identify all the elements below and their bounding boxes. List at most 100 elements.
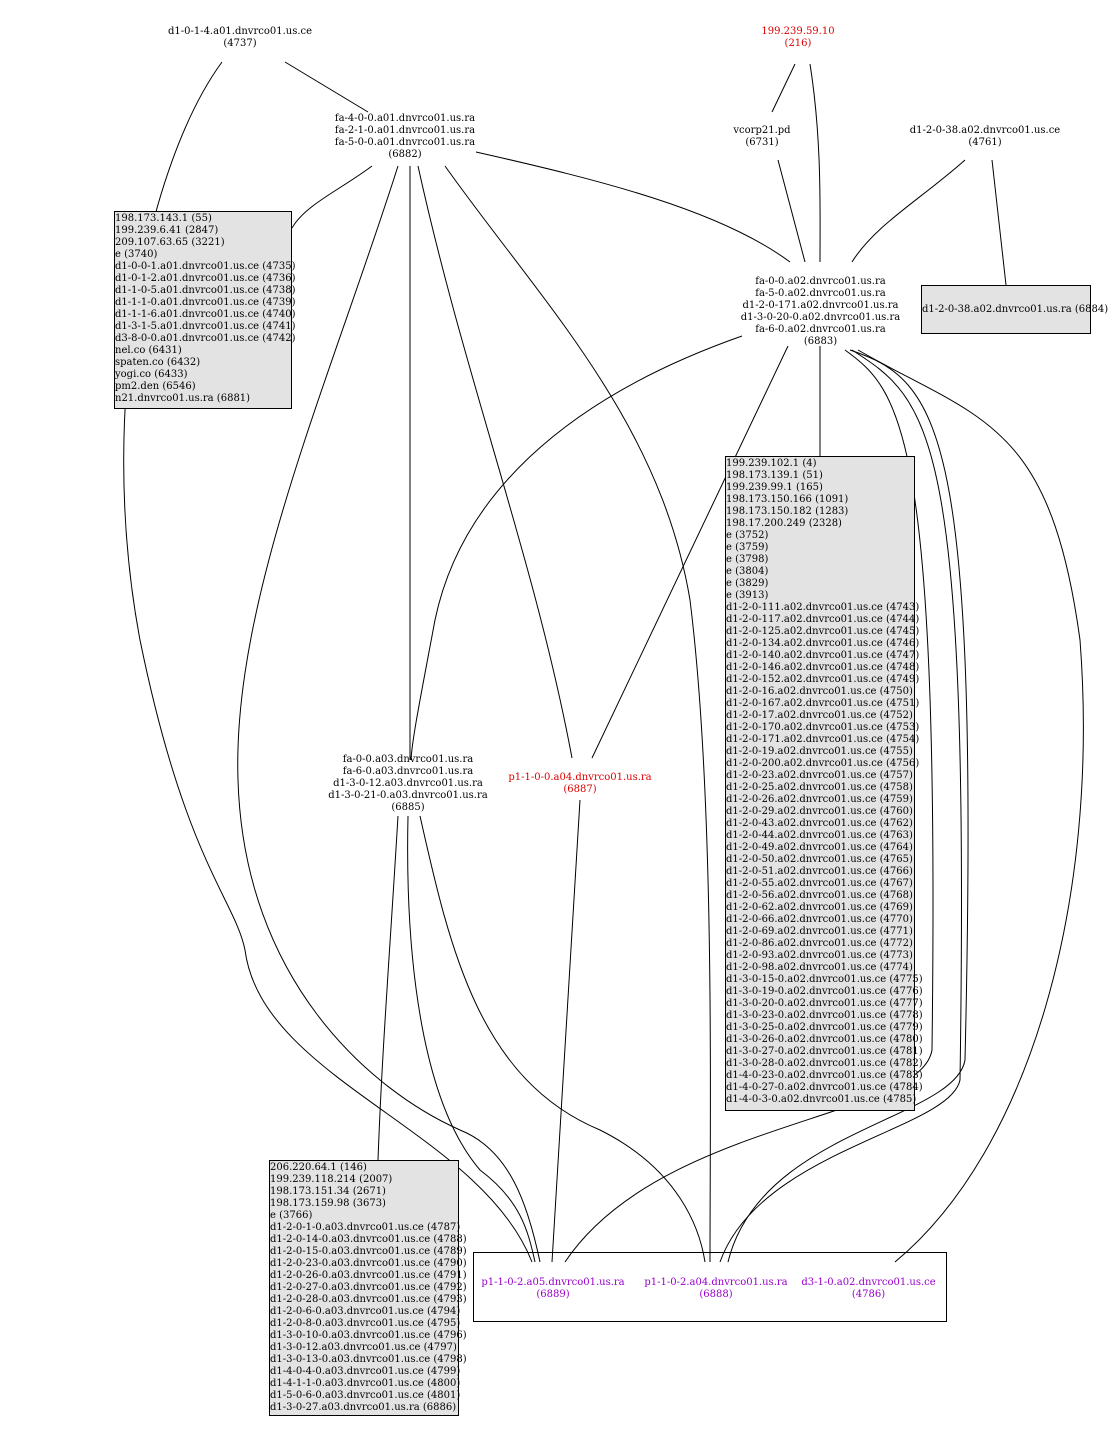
edge-6885-box-a03 bbox=[377, 815, 399, 1161]
list-item: 199.239.118.214 (2007) bbox=[270, 1174, 393, 1185]
list-item: d1-2-0-111.a02.dnvrco01.us.ce (4743) bbox=[726, 602, 920, 613]
node-id: (4737) bbox=[223, 38, 257, 49]
list-item: e (3798) bbox=[726, 554, 769, 565]
list-item: d1-3-0-23-0.a02.dnvrco01.us.ce (4778) bbox=[726, 1010, 923, 1021]
edge-6883-4786 bbox=[857, 349, 1084, 1263]
edge-6882-6883 bbox=[475, 151, 791, 263]
node-label: d1-2-0-38.a02.dnvrco01.us.ce bbox=[909, 125, 1061, 136]
list-item: d1-3-0-27-0.a02.dnvrco01.us.ce (4781) bbox=[726, 1046, 923, 1057]
node-label: fa-4-0-0.a01.dnvrco01.us.ra bbox=[334, 113, 476, 124]
list-item: d1-2-0-51.a02.dnvrco01.us.ce (4766) bbox=[726, 866, 913, 877]
list-item: 198.173.151.34 (2671) bbox=[270, 1186, 386, 1197]
list-item: d1-3-1-5.a01.dnvrco01.us.ce (4741) bbox=[115, 321, 296, 332]
list-item: d1-3-0-28-0.a02.dnvrco01.us.ce (4782) bbox=[726, 1058, 923, 1069]
list-item: e (3740) bbox=[115, 249, 158, 260]
list-item: d1-2-0-117.a02.dnvrco01.us.ce (4744) bbox=[726, 614, 920, 625]
node-label: fa-0-0.a02.dnvrco01.us.ra bbox=[755, 276, 886, 287]
address-list-a01: 198.173.143.1 (55) 199.239.6.41 (2847) 2… bbox=[114, 211, 296, 409]
list-item: 198.173.143.1 (55) bbox=[115, 213, 212, 224]
list-item: d1-3-0-19-0.a02.dnvrco01.us.ce (4776) bbox=[726, 986, 923, 997]
node-label: fa-5-0-0.a01.dnvrco01.us.ra bbox=[334, 137, 476, 148]
node-label: d1-3-0-20-0.a02.dnvrco01.us.ra bbox=[740, 312, 901, 323]
list-item: d1-2-0-66.a02.dnvrco01.us.ce (4770) bbox=[726, 914, 913, 925]
list-item: d1-3-0-10-0.a03.dnvrco01.us.ce (4796) bbox=[270, 1330, 467, 1341]
list-item: d1-2-0-29.a02.dnvrco01.us.ce (4760) bbox=[726, 806, 913, 817]
node-id: (4786) bbox=[851, 1289, 886, 1300]
list-item: yogi.co (6433) bbox=[115, 369, 188, 380]
list-item: d1-2-0-6-0.a03.dnvrco01.us.ce (4794) bbox=[270, 1306, 461, 1317]
node-6888[interactable]: p1-1-0-2.a04.dnvrco01.us.ra (6888) bbox=[636, 1277, 796, 1301]
list-item: d1-2-0-140.a02.dnvrco01.us.ce (4747) bbox=[726, 650, 920, 661]
list-item: d1-2-0-1-0.a03.dnvrco01.us.ce (4787) bbox=[270, 1222, 461, 1233]
node-6889[interactable]: p1-1-0-2.a05.dnvrco01.us.ra (6889) bbox=[473, 1277, 633, 1301]
list-item: e (3913) bbox=[726, 590, 769, 601]
list-item: d1-0-1-2.a01.dnvrco01.us.ce (4736) bbox=[115, 273, 296, 284]
node-id: (6889) bbox=[536, 1289, 570, 1300]
list-item: d1-2-0-125.a02.dnvrco01.us.ce (4745) bbox=[726, 626, 920, 637]
node-label: fa-0-0.a03.dnvrco01.us.ra bbox=[342, 754, 474, 765]
node-label: p1-1-0-2.a04.dnvrco01.us.ra bbox=[644, 1277, 788, 1288]
node-id: (4761) bbox=[968, 137, 1002, 148]
list-item: d1-2-0-134.a02.dnvrco01.us.ce (4746) bbox=[726, 638, 920, 649]
node-label: p1-1-0-2.a05.dnvrco01.us.ra bbox=[481, 1277, 625, 1288]
node-id: (6731) bbox=[745, 137, 779, 148]
node-id: (6885) bbox=[391, 802, 425, 813]
list-item: d1-2-0-50.a02.dnvrco01.us.ce (4765) bbox=[726, 854, 913, 865]
node-id: (6887) bbox=[563, 784, 597, 795]
list-item: d1-2-0-170.a02.dnvrco01.us.ce (4753) bbox=[726, 722, 920, 733]
address-list-a03: 206.220.64.1 (146) 199.239.118.214 (2007… bbox=[269, 1160, 467, 1416]
list-item: d1-2-0-23-0.a03.dnvrco01.us.ce (4790) bbox=[270, 1258, 467, 1269]
node-6887[interactable]: p1-1-0-0.a04.dnvrco01.us.ra (6887) bbox=[490, 772, 670, 796]
edge-6885-6888 bbox=[419, 815, 706, 1263]
list-item: d1-1-1-6.a01.dnvrco01.us.ce (4740) bbox=[115, 309, 296, 320]
list-item: d1-3-0-27.a03.dnvrco01.us.ra (6886) bbox=[270, 1402, 457, 1413]
node-4761[interactable]: d1-2-0-38.a02.dnvrco01.us.ce (4761) bbox=[900, 125, 1070, 149]
node-4737[interactable]: d1-0-1-4.a01.dnvrco01.us.ce (4737) bbox=[150, 26, 330, 50]
edge-6882-6887 bbox=[417, 165, 573, 759]
node-id: (216) bbox=[784, 38, 812, 49]
list-item: d1-3-0-15-0.a02.dnvrco01.us.ce (4775) bbox=[726, 974, 923, 985]
list-item: d1-2-0-55.a02.dnvrco01.us.ce (4767) bbox=[726, 878, 913, 889]
list-item: e (3829) bbox=[726, 578, 769, 589]
edge-216-6883 bbox=[809, 63, 821, 263]
edge-6887-6889 bbox=[551, 799, 581, 1263]
list-item: d1-2-0-23.a02.dnvrco01.us.ce (4757) bbox=[726, 770, 913, 781]
node-label: p1-1-0-0.a04.dnvrco01.us.ra bbox=[508, 772, 652, 783]
node-6731[interactable]: vcorp21.pd (6731) bbox=[717, 125, 807, 149]
node-6885[interactable]: fa-0-0.a03.dnvrco01.us.ra fa-6-0.a03.dnv… bbox=[318, 754, 498, 814]
node-216[interactable]: 199.239.59.10 (216) bbox=[748, 26, 848, 50]
list-item: d1-2-0-167.a02.dnvrco01.us.ce (4751) bbox=[726, 698, 920, 709]
list-item: d1-2-0-16.a02.dnvrco01.us.ce (4750) bbox=[726, 686, 913, 697]
list-item: d1-2-0-19.a02.dnvrco01.us.ce (4755) bbox=[726, 746, 913, 757]
list-item: 199.239.102.1 (4) bbox=[726, 458, 817, 469]
list-item: e (3804) bbox=[726, 566, 769, 577]
edge-6883-6889 bbox=[564, 349, 934, 1263]
edge-6883-6885 bbox=[410, 335, 743, 761]
list-item: 199.239.99.1 (165) bbox=[726, 482, 823, 493]
edge-6885-6889 bbox=[407, 815, 536, 1263]
node-label: d1-3-0-21-0.a03.dnvrco01.us.ra bbox=[328, 790, 488, 801]
edge-216-6731 bbox=[771, 63, 796, 113]
node-label: fa-6-0.a02.dnvrco01.us.ra bbox=[755, 324, 886, 335]
list-item: d1-5-0-6-0.a03.dnvrco01.us.ce (4801) bbox=[270, 1390, 461, 1401]
node-4786[interactable]: d3-1-0.a02.dnvrco01.us.ce (4786) bbox=[796, 1277, 941, 1301]
node-label: d1-3-0-12.a03.dnvrco01.us.ra bbox=[333, 778, 483, 789]
list-item: d1-2-0-25.a02.dnvrco01.us.ce (4758) bbox=[726, 782, 913, 793]
node-6882[interactable]: fa-4-0-0.a01.dnvrco01.us.ra fa-2-1-0.a01… bbox=[320, 113, 490, 161]
list-item: d1-2-0-14-0.a03.dnvrco01.us.ce (4788) bbox=[270, 1234, 467, 1245]
edge-6883-6888 bbox=[727, 349, 969, 1263]
list-item: 198.173.159.98 (3673) bbox=[270, 1198, 386, 1209]
destination-cluster bbox=[473, 1252, 947, 1322]
list-item: d1-2-0-44.a02.dnvrco01.us.ce (4763) bbox=[726, 830, 913, 841]
edge-6731-6883 bbox=[777, 159, 806, 263]
list-item: d1-3-0-13-0.a03.dnvrco01.us.ce (4798) bbox=[270, 1354, 467, 1365]
list-item: d1-4-0-27-0.a02.dnvrco01.us.ce (4784) bbox=[726, 1082, 923, 1093]
list-item: d1-2-0-28-0.a03.dnvrco01.us.ce (4793) bbox=[270, 1294, 467, 1305]
list-item: d1-1-1-0.a01.dnvrco01.us.ce (4739) bbox=[115, 297, 296, 308]
node-6883[interactable]: fa-0-0.a02.dnvrco01.us.ra fa-5-0.a02.dnv… bbox=[728, 276, 913, 348]
edge-6883-6887 bbox=[591, 345, 789, 759]
list-item: e (3752) bbox=[726, 530, 769, 541]
node-label: d1-0-1-4.a01.dnvrco01.us.ce bbox=[167, 26, 313, 37]
list-item: d1-2-0-17.a02.dnvrco01.us.ce (4752) bbox=[726, 710, 913, 721]
list-item: e (3766) bbox=[270, 1210, 313, 1221]
